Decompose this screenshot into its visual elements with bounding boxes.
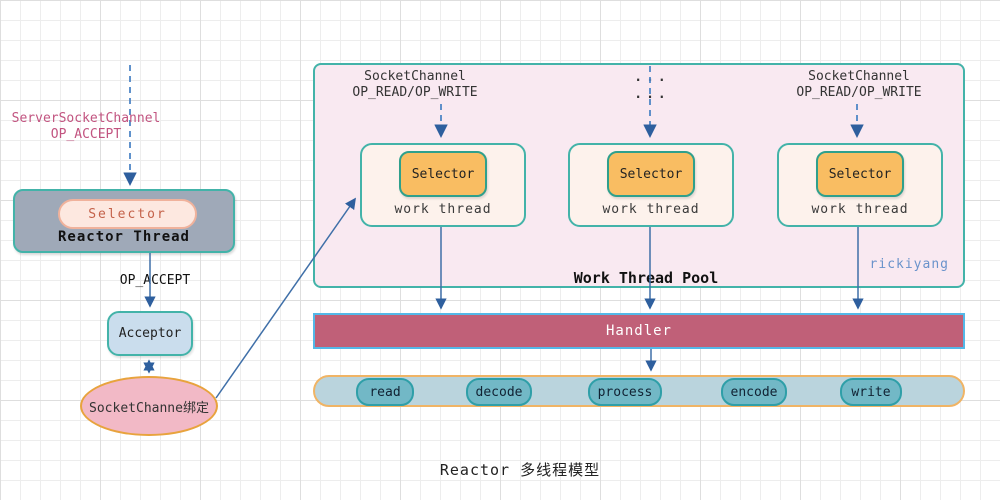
work-thread-pool-label: Work Thread Pool — [573, 269, 719, 287]
pool-column1-label: SocketChannel OP_READ/OP_WRITE — [340, 69, 490, 101]
serversocketchannel-label-line1: ServerSocketChannel — [11, 111, 161, 126]
diagram-title: Reactor 多线程模型 — [439, 461, 601, 479]
acceptor-node: Acceptor — [107, 311, 193, 356]
work-thread-1-label: work thread — [394, 202, 492, 217]
op-accept-label: OP_ACCEPT — [119, 273, 191, 288]
work-thread-node-2: Selector work thread — [568, 143, 734, 227]
pool-column2-dots: ... ... — [577, 69, 727, 103]
work-thread-3-selector: Selector — [816, 151, 904, 197]
pool-column3-line2: OP_READ/OP_WRITE — [796, 85, 922, 100]
serversocketchannel-label-line2: OP_ACCEPT — [50, 127, 122, 142]
pipeline-bar: read decode process encode write — [313, 375, 965, 407]
reactor-thread-label: Reactor Thread — [57, 229, 190, 245]
pool-column2-dots-row2: ... — [634, 87, 670, 102]
work-thread-pool: SocketChannel OP_READ/OP_WRITE ... ... S… — [313, 63, 965, 288]
pool-column3-label: SocketChannel OP_READ/OP_WRITE — [784, 69, 934, 101]
pipeline-step-process: process — [588, 378, 662, 406]
reactor-thread-node: Selector Reactor Thread — [13, 189, 235, 253]
pipeline-step-decode: decode — [466, 378, 532, 406]
work-thread-node-1: Selector work thread — [360, 143, 526, 227]
reactor-selector-pill: Selector — [58, 199, 197, 229]
pool-column1-line2: OP_READ/OP_WRITE — [352, 85, 478, 100]
socketchannel-bind-ellipse: SocketChanne绑定 — [80, 376, 218, 436]
pool-column3-line1: SocketChannel — [808, 69, 910, 84]
pool-column2-dots-row1: ... — [634, 70, 670, 85]
pipeline-step-encode: encode — [721, 378, 787, 406]
work-thread-node-3: Selector work thread — [777, 143, 943, 227]
work-thread-3-label: work thread — [811, 202, 909, 217]
pool-column1-line1: SocketChannel — [364, 69, 466, 84]
watermark-text: rickiyang — [869, 257, 949, 272]
work-thread-2-label: work thread — [602, 202, 700, 217]
pipeline-step-write: write — [840, 378, 902, 406]
handler-bar: Handler — [313, 313, 965, 349]
work-thread-1-selector: Selector — [399, 151, 487, 197]
work-thread-2-selector: Selector — [607, 151, 695, 197]
serversocketchannel-label: ServerSocketChannel OP_ACCEPT — [5, 111, 167, 143]
pipeline-step-read: read — [356, 378, 414, 406]
